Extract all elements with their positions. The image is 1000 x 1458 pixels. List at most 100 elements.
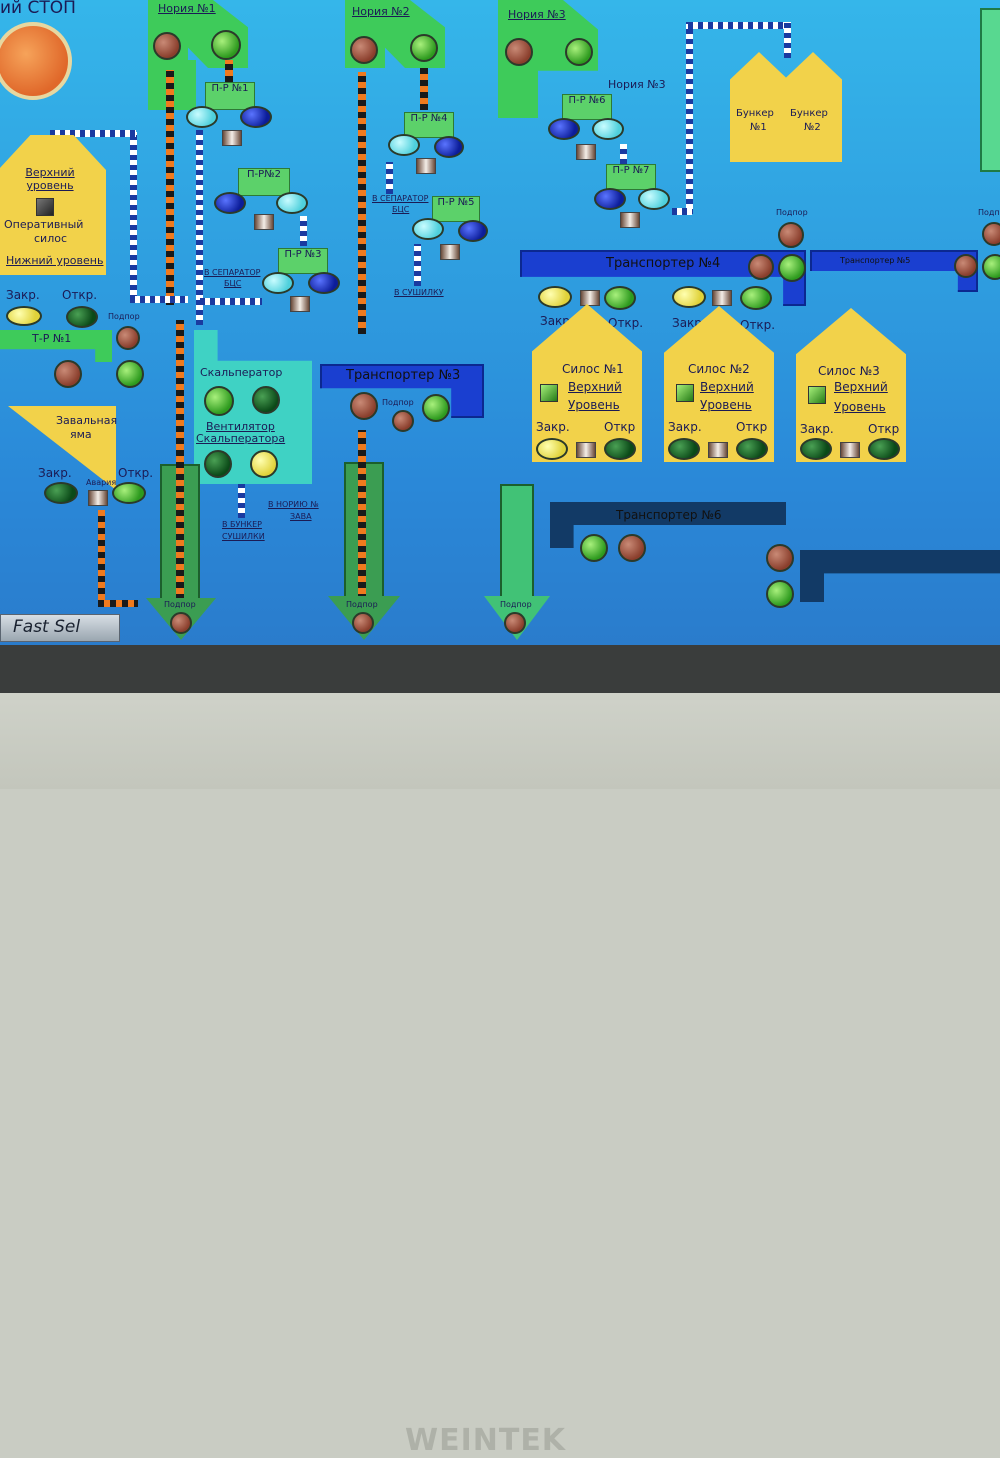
distributor-6-switch[interactable] bbox=[576, 144, 596, 160]
silo-2-open-lamp[interactable] bbox=[736, 438, 768, 460]
silo-1-level-indicator bbox=[540, 384, 558, 402]
transporter-1-podpor-lamp[interactable] bbox=[116, 326, 140, 350]
transporter-1-motor-lamp[interactable] bbox=[54, 360, 82, 388]
distributor-6-right-lamp[interactable] bbox=[592, 118, 624, 140]
elevator-2-drop bbox=[420, 68, 428, 110]
silo-3-open-lamp[interactable] bbox=[868, 438, 900, 460]
t4-gate-2-close-lamp[interactable] bbox=[672, 286, 706, 308]
transporter-4-podpor-lamp[interactable] bbox=[778, 222, 804, 248]
separator-fan-stop-lamp[interactable] bbox=[204, 450, 232, 478]
silo-3-close-lamp[interactable] bbox=[800, 438, 832, 460]
distributor-5-label: П-Р №5 bbox=[437, 197, 475, 208]
pipe-p1-drop bbox=[300, 216, 307, 246]
separator-fan-label-2: Скальператора bbox=[196, 432, 286, 445]
elevator-2-boot-lamp[interactable] bbox=[352, 612, 374, 634]
t4-gate-1-open: Откр. bbox=[608, 316, 644, 330]
distributor-3-right-lamp[interactable] bbox=[308, 272, 340, 294]
distributor-4-switch[interactable] bbox=[416, 158, 436, 174]
bunker-2-label-1: Бункер bbox=[790, 108, 828, 119]
distributor-4-left-lamp[interactable] bbox=[388, 134, 420, 156]
separator-stop-lamp[interactable] bbox=[252, 386, 280, 414]
silo-1-open-lamp[interactable] bbox=[604, 438, 636, 460]
transporter-1-run-lamp[interactable] bbox=[116, 360, 144, 388]
silo-1-name: Силос №1 bbox=[562, 362, 624, 376]
silo-2-switch[interactable] bbox=[708, 442, 728, 458]
t4-gate-1-open-lamp[interactable] bbox=[604, 286, 636, 310]
pit-conveyor-down bbox=[98, 510, 105, 606]
operative-silo-upper-indicator bbox=[36, 198, 54, 216]
silo-1-close-lamp[interactable] bbox=[536, 438, 568, 460]
distributor-1-left-lamp[interactable] bbox=[186, 106, 218, 128]
silo-3-open: Откр bbox=[868, 422, 900, 436]
distributor-7-left-lamp[interactable] bbox=[594, 188, 626, 210]
distributor-5-right-lamp[interactable] bbox=[458, 220, 488, 242]
transporter-1-label: Т-Р №1 bbox=[32, 332, 72, 345]
distributor-3-left-lamp[interactable] bbox=[262, 272, 294, 294]
elevator-2-motor-lamp[interactable] bbox=[350, 36, 378, 64]
fast-sel-button[interactable]: Fast Sel bbox=[0, 614, 120, 642]
bunker-1-label-1: Бункер bbox=[736, 108, 774, 119]
distributor-2-switch[interactable] bbox=[254, 214, 274, 230]
distributor-3-label: П-Р №3 bbox=[284, 249, 322, 260]
pipe-left-top bbox=[50, 130, 136, 137]
transporter-4-motor-lamp[interactable] bbox=[748, 254, 774, 280]
t4-gate-1-close-lamp[interactable] bbox=[538, 286, 572, 308]
silo-1-switch[interactable] bbox=[576, 442, 596, 458]
transporter-3-podpor-lamp[interactable] bbox=[392, 410, 414, 432]
distributor-5-switch[interactable] bbox=[440, 244, 460, 260]
t4-gate-2-open-lamp[interactable] bbox=[740, 286, 772, 310]
transporter-3-run-lamp[interactable] bbox=[422, 394, 450, 422]
distributor-6-left-lamp[interactable] bbox=[548, 118, 580, 140]
receiving-pit-open-lamp[interactable] bbox=[112, 482, 146, 504]
silo-1-close: Закр. bbox=[536, 420, 570, 434]
separator-fan-run-lamp[interactable] bbox=[250, 450, 278, 478]
distributor-4-label: П-Р №4 bbox=[410, 113, 448, 124]
silo-1-level-2: Уровень bbox=[568, 398, 620, 412]
elevator-2-label: Нория №2 bbox=[352, 5, 410, 18]
elevator-2-run-lamp[interactable] bbox=[410, 34, 438, 62]
elevator-1-motor-lamp[interactable] bbox=[153, 32, 181, 60]
elevator-1-boot-lamp[interactable] bbox=[170, 612, 192, 634]
distributor-4-right-lamp[interactable] bbox=[434, 136, 464, 158]
distributor-2-right-lamp[interactable] bbox=[276, 192, 308, 214]
transporter-5-motor-lamp[interactable] bbox=[954, 254, 978, 278]
distributor-2: П-Р№2 bbox=[238, 168, 290, 196]
distributor-1-switch[interactable] bbox=[222, 130, 242, 146]
distributor-2-left-lamp[interactable] bbox=[214, 192, 246, 214]
transporter-7-run-lamp[interactable] bbox=[766, 580, 794, 608]
elevator-3-run-lamp[interactable] bbox=[565, 38, 593, 66]
pipe-separator-2 bbox=[386, 162, 393, 194]
transporter-5-podpor-lamp[interactable] bbox=[982, 222, 1000, 246]
elevator-3-motor-lamp[interactable] bbox=[505, 38, 533, 66]
separator-run-lamp[interactable] bbox=[204, 386, 234, 416]
transporter-4-run-lamp[interactable] bbox=[778, 254, 806, 282]
silo-3-switch[interactable] bbox=[840, 442, 860, 458]
emergency-stop-button[interactable] bbox=[0, 22, 72, 100]
operative-silo-open-lamp[interactable] bbox=[66, 306, 98, 328]
bunker-2-label-2: №2 bbox=[804, 122, 821, 133]
operative-silo-close-lamp[interactable] bbox=[6, 306, 42, 326]
distributor-5-left-lamp[interactable] bbox=[412, 218, 444, 240]
silo-2-close: Закр. bbox=[668, 420, 702, 434]
elevator-1-run-lamp[interactable] bbox=[211, 30, 241, 60]
receiving-pit-close-lamp[interactable] bbox=[44, 482, 78, 504]
silo-2-close-lamp[interactable] bbox=[668, 438, 700, 460]
transporter-6-run-lamp[interactable] bbox=[580, 534, 608, 562]
transporter-6-motor-lamp[interactable] bbox=[618, 534, 646, 562]
elevator-3-boot-lamp[interactable] bbox=[504, 612, 526, 634]
t4-gate-2-switch[interactable] bbox=[712, 290, 732, 306]
transporter-5-run-lamp[interactable] bbox=[982, 254, 1000, 280]
receiving-pit-switch[interactable] bbox=[88, 490, 108, 506]
t4-gate-1-switch[interactable] bbox=[580, 290, 600, 306]
transporter-3-motor-lamp[interactable] bbox=[350, 392, 378, 420]
elevator-2-boot-belt bbox=[358, 430, 366, 600]
transporter-4-label: Транспортер №4 bbox=[606, 256, 721, 271]
right-side-panel[interactable] bbox=[980, 8, 1000, 172]
elevator-2-boot-podpor: Подпор bbox=[346, 600, 378, 609]
distributor-1-right-lamp[interactable] bbox=[240, 106, 272, 128]
silo-2-level-2: Уровень bbox=[700, 398, 752, 412]
distributor-7-switch[interactable] bbox=[620, 212, 640, 228]
transporter-7-motor-lamp[interactable] bbox=[766, 544, 794, 572]
distributor-7-right-lamp[interactable] bbox=[638, 188, 670, 210]
distributor-3-switch[interactable] bbox=[290, 296, 310, 312]
